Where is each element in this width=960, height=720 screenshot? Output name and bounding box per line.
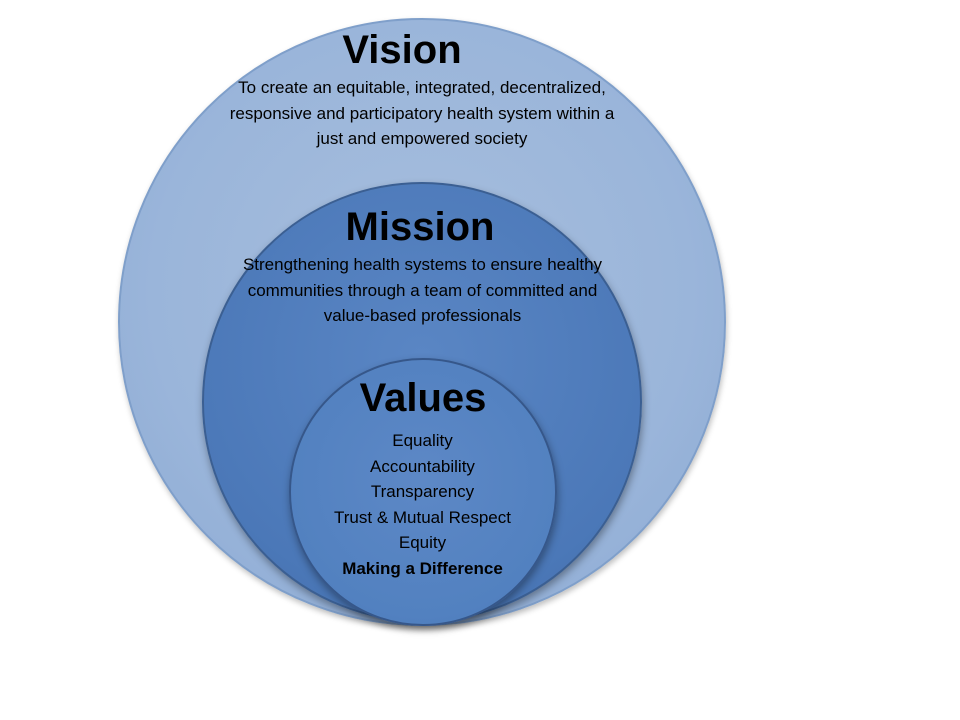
value-item: Transparency: [370, 482, 475, 501]
vision-title: Vision: [342, 28, 462, 72]
values-circle: [289, 358, 557, 626]
vision-statement: To create an equitable, integrated, dece…: [229, 78, 615, 148]
mission-statement: Strengthening health systems to ensure h…: [242, 255, 603, 325]
value-item: Equality: [392, 431, 453, 450]
value-item: Accountability: [370, 456, 475, 476]
value-item: Making a Difference: [342, 558, 503, 578]
values-list: Equality Accountability Transparency Tru…: [300, 428, 545, 581]
values-title: Values: [359, 376, 487, 420]
value-item: Equity: [398, 533, 447, 552]
value-item: Trust & Mutual Respect: [334, 507, 511, 527]
mission-title: Mission: [345, 205, 495, 249]
